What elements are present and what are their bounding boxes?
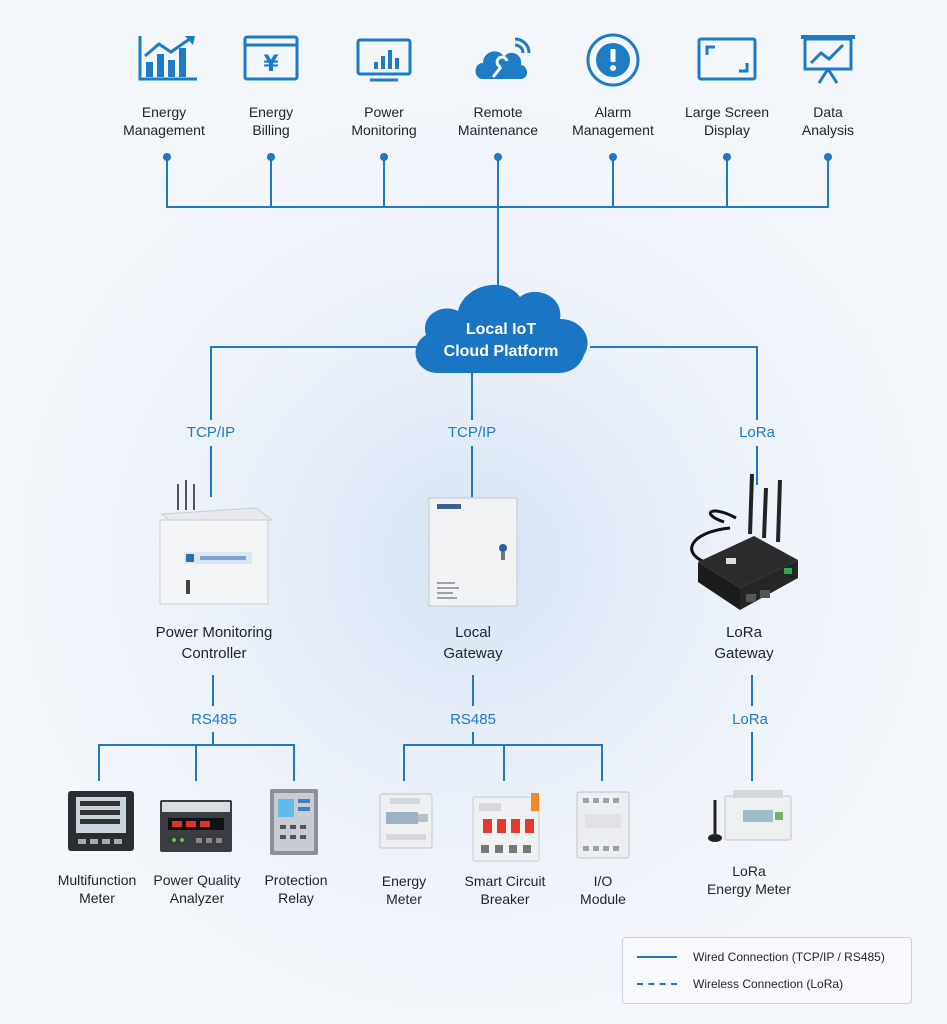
yen-billing-icon: ¥ <box>243 35 299 81</box>
wire-cloud-right <box>590 346 758 420</box>
multifunction-meter-image <box>68 791 134 851</box>
large-screen-icon <box>697 37 757 81</box>
legend-wireless: Wireless Connection (LoRa) <box>637 977 843 991</box>
cloud-wrench-icon <box>475 37 531 79</box>
legend-wireless-swatch <box>637 983 677 985</box>
protection-relay-image <box>270 789 318 855</box>
local-gateway-image <box>428 497 518 607</box>
lora-gateway-image <box>690 474 798 610</box>
alarm-exclamation-icon <box>586 33 640 87</box>
protocol-label-center-up: TCP/IP <box>447 424 497 441</box>
wire-cloud-left <box>210 346 420 420</box>
power-quality-analyzer-image <box>160 800 232 852</box>
legend-wired-label: Wired Connection (TCP/IP / RS485) <box>693 950 885 964</box>
protocol-label-center-down: RS485 <box>450 711 496 728</box>
lora-energy-meter-image <box>708 790 792 842</box>
protocol-label-left-up: TCP/IP <box>186 424 236 441</box>
legend-wired: Wired Connection (TCP/IP / RS485) <box>637 950 885 964</box>
legend-wireless-label: Wireless Connection (LoRa) <box>693 977 844 991</box>
monitor-chart-icon <box>356 38 412 82</box>
legend-wired-swatch <box>637 956 677 958</box>
io-module-image <box>576 791 630 859</box>
cloud-platform-shape <box>415 284 588 373</box>
energy-meter-image <box>379 793 433 849</box>
legend: Wired Connection (TCP/IP / RS485) Wirele… <box>622 937 912 1004</box>
protocol-label-right-up: LoRa <box>739 424 775 441</box>
bar-chart-icon <box>138 36 197 81</box>
presentation-chart-icon <box>801 35 855 84</box>
cloud-platform-label: Local IoT Cloud Platform <box>443 321 559 360</box>
smart-circuit-breaker-image <box>472 793 540 862</box>
svg-text:¥: ¥ <box>263 52 279 77</box>
power-monitoring-controller-image <box>159 480 274 605</box>
protocol-label-left-down: RS485 <box>191 711 237 728</box>
protocol-label-right-down: LoRa <box>732 711 768 728</box>
